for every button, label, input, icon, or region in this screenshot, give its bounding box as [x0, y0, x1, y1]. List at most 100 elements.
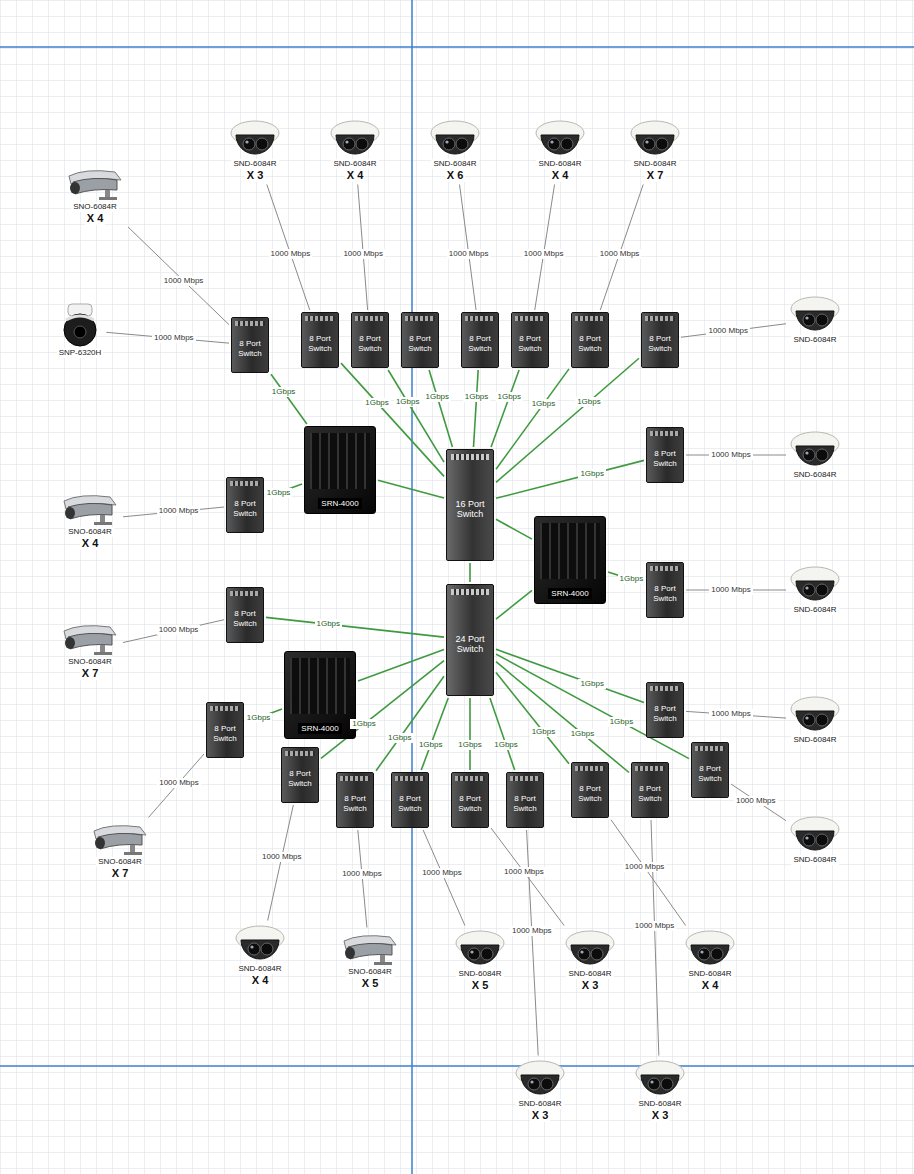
- camera-quantity: X 4: [250, 974, 271, 987]
- camera-quantity: X 4: [85, 212, 106, 225]
- uplink-cable: [490, 698, 515, 770]
- dome-camera: SND-6084RX 3: [633, 1058, 687, 1123]
- network-switch: 8 Port Switch: [571, 312, 609, 368]
- network-switch: 8 Port Switch: [391, 772, 429, 828]
- uplink-speed: 1Gbps: [492, 740, 520, 750]
- camera-quantity: X 3: [530, 1109, 551, 1122]
- camera-model: SND-6084R: [791, 855, 838, 865]
- network-switch: 8 Port Switch: [336, 772, 374, 828]
- switch-label: 8 Port Switch: [574, 784, 606, 802]
- uplink-speed: 1Gbps: [423, 392, 451, 402]
- dome-camera-icon: [629, 119, 681, 159]
- link-speed: 1000 Mbps: [734, 796, 778, 806]
- camera-quantity: X 4: [700, 979, 721, 992]
- uplink-speed: 1Gbps: [530, 399, 558, 409]
- network-switch: 8 Port Switch: [281, 747, 319, 803]
- link-speed: 1000 Mbps: [341, 249, 385, 259]
- uplink-speed: 1Gbps: [456, 740, 484, 750]
- dome-camera: SND-6084RX 4: [683, 928, 737, 993]
- camera-cable: [731, 784, 786, 821]
- camera-model: SND-6084R: [636, 1099, 683, 1109]
- bullet-camera: SNO-6084RX 5: [339, 930, 401, 991]
- network-switch: 8 Port Switch: [226, 587, 264, 643]
- camera-quantity: X 7: [645, 169, 666, 182]
- link-speed: 1000 Mbps: [633, 921, 677, 931]
- link-speed: 1000 Mbps: [598, 249, 642, 259]
- network-switch: 8 Port Switch: [646, 427, 684, 483]
- camera-quantity: X 7: [110, 867, 131, 880]
- camera-cable: [128, 227, 229, 325]
- uplink-cable: [421, 698, 448, 770]
- dome-camera-icon: [329, 119, 381, 159]
- camera-quantity: X 4: [80, 537, 101, 550]
- camera-model: SND-6084R: [566, 969, 613, 979]
- network-switch: 8 Port Switch: [511, 312, 549, 368]
- camera-model: SNO-6084R: [66, 657, 114, 667]
- network-switch: 8 Port Switch: [506, 772, 544, 828]
- camera-model: SND-6084R: [631, 159, 678, 169]
- dome-camera: SND-6084R: [788, 564, 842, 616]
- camera-model: SNP-6320H: [57, 348, 104, 358]
- camera-model: SNO-6084R: [96, 857, 144, 867]
- dome-camera-icon: [429, 119, 481, 159]
- network-switch: 8 Port Switch: [461, 312, 499, 368]
- dome-camera-icon: [534, 119, 586, 159]
- camera-model: SND-6084R: [331, 159, 378, 169]
- link-speed: 1000 Mbps: [260, 852, 304, 862]
- network-switch: 8 Port Switch: [631, 762, 669, 818]
- camera-model: SND-6084R: [791, 605, 838, 615]
- dome-camera-icon: [684, 929, 736, 969]
- switch-label: 8 Port Switch: [304, 334, 336, 352]
- uplink-cable: [266, 617, 444, 637]
- switch-label: 8 Port Switch: [649, 449, 681, 467]
- network-switch: 8 Port Switch: [691, 742, 729, 798]
- camera-quantity: X 4: [550, 169, 571, 182]
- uplink-speed: 1Gbps: [575, 397, 603, 407]
- network-switch: 8 Port Switch: [206, 702, 244, 758]
- network-switch: 8 Port Switch: [231, 317, 269, 373]
- camera-cable: [600, 185, 643, 311]
- bullet-camera: SNO-6084RX 4: [64, 165, 126, 226]
- switch-label: 8 Port Switch: [694, 764, 726, 782]
- uplink-speed: 1Gbps: [386, 733, 414, 743]
- camera-model: SND-6084R: [456, 969, 503, 979]
- switch-label: 8 Port Switch: [229, 609, 261, 627]
- dome-camera: SND-6084R: [788, 429, 842, 481]
- dome-camera-icon: [789, 295, 841, 335]
- camera-model: SND-6084R: [236, 964, 283, 974]
- switch-label: 8 Port Switch: [644, 334, 676, 352]
- core-switch: 16 Port Switch: [446, 449, 494, 561]
- camera-quantity: X 5: [360, 977, 381, 990]
- camera-cable: [123, 507, 224, 517]
- uplink-speed: 1Gbps: [569, 729, 597, 739]
- uplink-speed: 1Gbps: [350, 719, 378, 729]
- camera-quantity: X 5: [470, 979, 491, 992]
- uplink-speed: 1Gbps: [578, 679, 606, 689]
- bullet-camera-icon: [340, 931, 400, 967]
- camera-quantity: X 7: [80, 667, 101, 680]
- switch-label: 8 Port Switch: [574, 334, 606, 352]
- dome-camera: SND-6084RX 6: [428, 118, 482, 183]
- network-switch: 8 Port Switch: [646, 562, 684, 618]
- link-speed: 1000 Mbps: [522, 249, 566, 259]
- uplink-speed: 1Gbps: [363, 398, 391, 408]
- camera-cable: [267, 185, 310, 311]
- switch-label: 8 Port Switch: [284, 769, 316, 787]
- link-speed: 1000 Mbps: [420, 868, 464, 878]
- camera-model: SND-6084R: [791, 470, 838, 480]
- uplink-speed: 1Gbps: [496, 392, 524, 402]
- dome-camera: SND-6084RX 7: [628, 118, 682, 183]
- dome-camera-icon: [634, 1059, 686, 1099]
- uplink-cable: [469, 698, 471, 770]
- camera-cable: [527, 830, 539, 1056]
- dome-camera: SND-6084RX 4: [328, 118, 382, 183]
- dome-camera: SND-6084RX 3: [228, 118, 282, 183]
- uplink-cable: [496, 673, 569, 764]
- camera-model: SNO-6084R: [346, 967, 394, 977]
- uplink-cable: [388, 370, 444, 462]
- uplink-cable: [496, 358, 639, 482]
- link-speed: 1000 Mbps: [709, 585, 753, 595]
- camera-model: SNO-6084R: [71, 202, 119, 212]
- camera-cable: [535, 185, 555, 311]
